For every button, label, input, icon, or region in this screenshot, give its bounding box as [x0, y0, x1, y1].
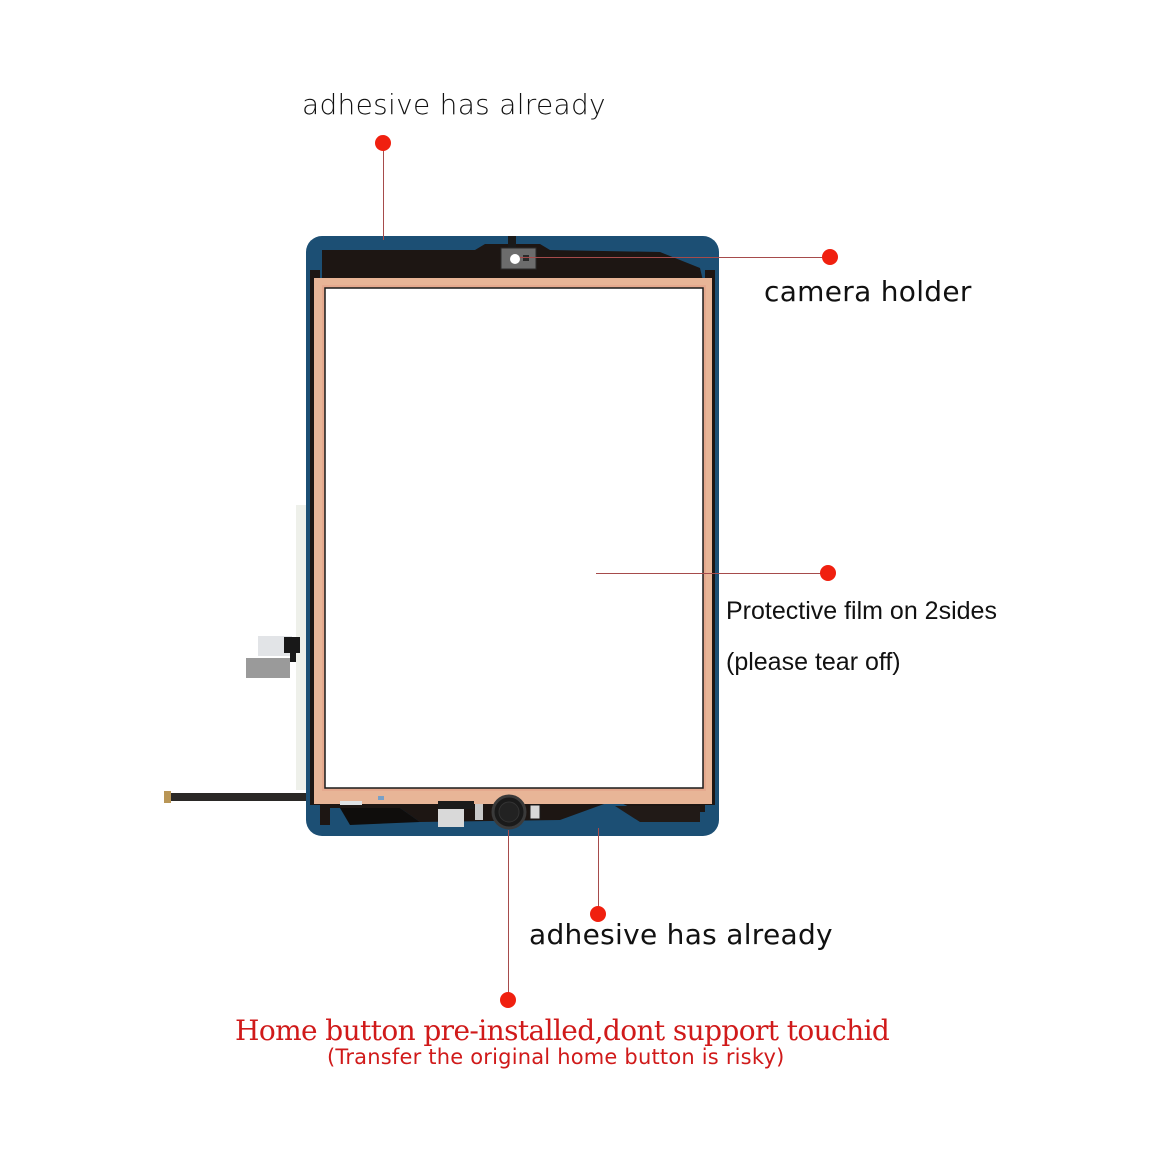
- leader-line-camera: [520, 257, 830, 258]
- connector-tab-light: [258, 636, 292, 656]
- ribbon-cable-connector: [164, 791, 171, 803]
- leader-line-bottom-adhesive: [598, 828, 599, 914]
- protective-film-label-line1: Protective film on 2sides: [726, 597, 997, 625]
- leader-line-top-adhesive: [383, 150, 384, 240]
- digitizer-panel-svg: [164, 236, 719, 836]
- home-button-warning-title: Home button pre-installed,dont support t…: [235, 1014, 890, 1047]
- marker-camera-icon: [822, 249, 838, 265]
- glass-area: [324, 287, 704, 789]
- home-button-warning-subtitle: (Transfer the original home button is ri…: [327, 1045, 785, 1069]
- ribbon-cable: [168, 793, 318, 801]
- top-adhesive-label: adhesive has already: [302, 88, 606, 121]
- leader-line-home-button: [508, 830, 509, 1000]
- marker-top-adhesive-icon: [375, 135, 391, 151]
- marker-home-button-icon: [500, 992, 516, 1008]
- digitizer-panel-illustration: [160, 230, 730, 840]
- marker-protective-film-icon: [820, 565, 836, 581]
- home-flex-connector: [438, 809, 464, 827]
- protective-film-label-line2: (please tear off): [726, 648, 901, 676]
- bottom-adhesive-label: adhesive has already: [529, 918, 833, 951]
- camera-holder-label: camera holder: [764, 275, 972, 308]
- connector-tab-gray: [246, 658, 290, 678]
- marker-bottom-adhesive-icon: [590, 906, 606, 922]
- camera-lens-hole: [510, 254, 520, 264]
- leader-line-protective-film: [596, 573, 828, 574]
